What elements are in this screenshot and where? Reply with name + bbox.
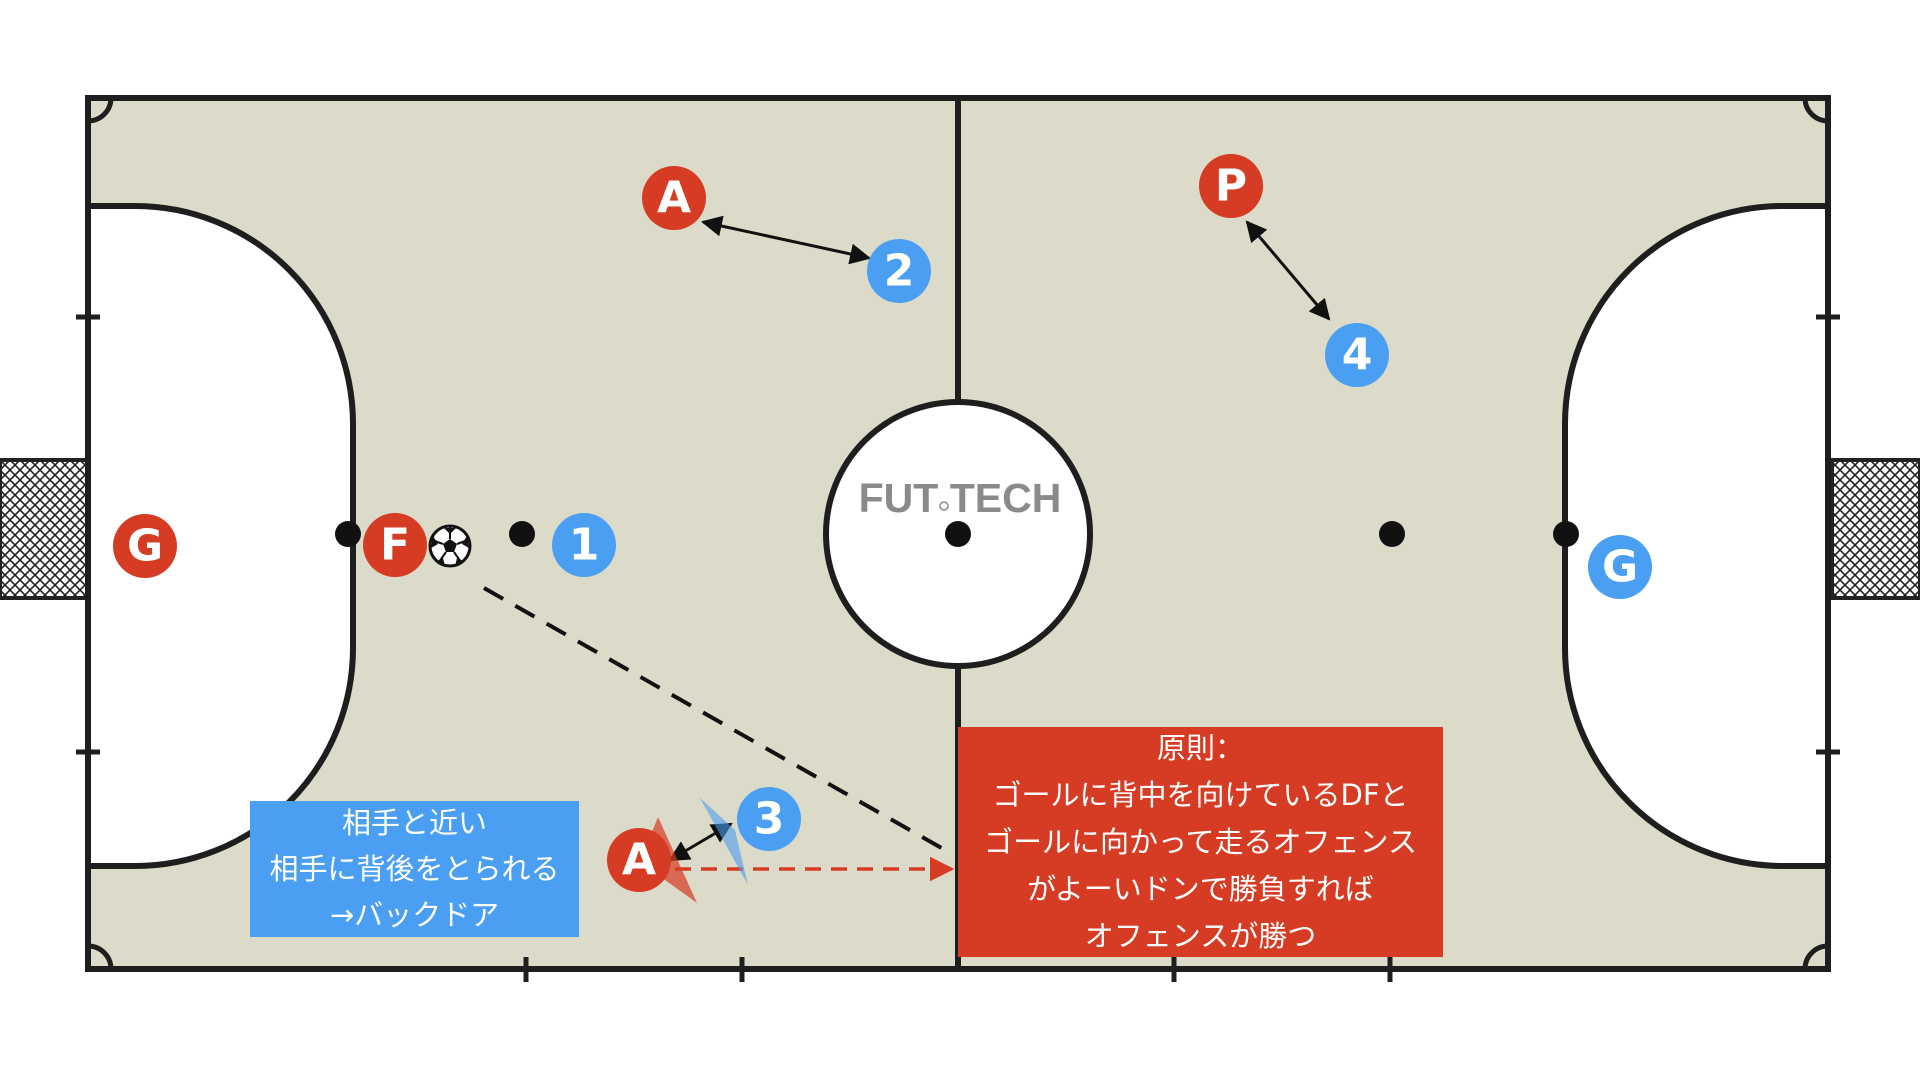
right-goal-net bbox=[1830, 458, 1920, 600]
svg-text:4: 4 bbox=[1342, 330, 1373, 381]
note-red-line-2: ゴールに背中を向けているDFと bbox=[992, 777, 1409, 812]
note-red-line-5: オフェンスが勝つ bbox=[1084, 918, 1317, 953]
red-pivot-f[interactable]: F bbox=[363, 513, 427, 577]
note-blue: 相手と近い 相手に背後をとられる →バックドア bbox=[250, 801, 579, 937]
boundary-tick-marks bbox=[76, 314, 1840, 982]
blue-3-facing-wedge bbox=[700, 798, 748, 885]
svg-text:G: G bbox=[1602, 542, 1638, 593]
svg-text:G: G bbox=[127, 521, 163, 572]
note-red-line-1: 原則： bbox=[1156, 730, 1244, 765]
blue-player-1[interactable]: 1 bbox=[552, 513, 616, 577]
left-goal-net bbox=[0, 458, 90, 600]
svg-text:F: F bbox=[380, 520, 410, 571]
marking-arrow-a-2 bbox=[700, 215, 872, 265]
note-red-line-3: ゴールに向かって走るオフェンス bbox=[984, 824, 1417, 859]
note-red-principle: 原則： ゴールに背中を向けているDFと ゴールに向かって走るオフェンス がよーい… bbox=[958, 727, 1443, 957]
dashed-run-line bbox=[483, 586, 953, 856]
svg-text:A: A bbox=[657, 173, 691, 224]
corner-arcs bbox=[87, 97, 1829, 970]
logo-text: FUT TECH bbox=[859, 475, 1062, 521]
note-blue-line-3: →バックドア bbox=[329, 898, 500, 932]
blue-goalkeeper[interactable]: G bbox=[1588, 535, 1652, 599]
right-penalty-area bbox=[1562, 203, 1831, 869]
soccer-ball-icon bbox=[939, 501, 949, 511]
red-player-a-bottom[interactable]: A bbox=[607, 828, 671, 892]
court-boundary bbox=[85, 95, 1831, 972]
note-red-line-4: がよーいドンで勝負すれば bbox=[1027, 871, 1374, 906]
svg-text:3: 3 bbox=[754, 794, 785, 845]
blue-player-3[interactable]: 3 bbox=[737, 787, 801, 851]
note-blue-line-1: 相手と近い bbox=[341, 806, 487, 840]
blue-player-4[interactable]: 4 bbox=[1325, 323, 1389, 387]
blue-player-2[interactable]: 2 bbox=[867, 239, 931, 303]
svg-text:A: A bbox=[622, 835, 656, 886]
svg-text:P: P bbox=[1215, 161, 1247, 212]
note-blue-line-2: 相手に背後をとられる bbox=[269, 852, 560, 886]
red-player-p[interactable]: P bbox=[1199, 154, 1263, 218]
marking-arrow-p-4 bbox=[1245, 220, 1331, 321]
court-spots bbox=[335, 521, 1579, 547]
svg-text:2: 2 bbox=[884, 246, 915, 297]
red-goalkeeper[interactable]: G bbox=[113, 514, 177, 578]
left-penalty-area bbox=[85, 203, 356, 869]
red-player-a-top[interactable]: A bbox=[642, 166, 706, 230]
soccer-ball[interactable] bbox=[428, 524, 472, 568]
svg-text:1: 1 bbox=[569, 520, 600, 571]
